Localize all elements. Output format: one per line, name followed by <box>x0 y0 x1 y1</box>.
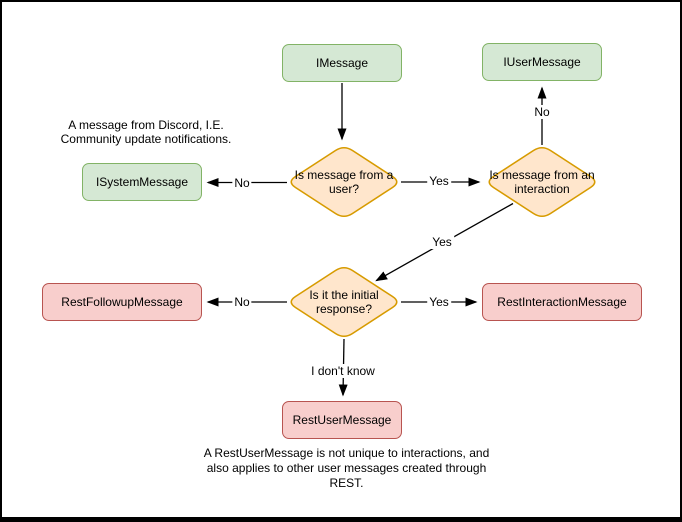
node-isystemmessage-label: ISystemMessage <box>95 175 189 189</box>
decision-is-initial-response-shape <box>290 266 398 338</box>
edge-label-user-no: No <box>232 176 252 190</box>
decision-is-from-interaction-label: Is message from an interaction <box>489 168 595 196</box>
note-system-message: A message from Discord, I.E. Community u… <box>60 118 232 146</box>
edge-label-initial-no: No <box>232 295 252 309</box>
node-restinteractionmessage: RestInteractionMessage <box>482 283 642 321</box>
node-isystemmessage: ISystemMessage <box>82 163 202 201</box>
edge-label-interaction-no: No <box>532 105 552 119</box>
node-restusermessage: RestUserMessage <box>282 401 402 439</box>
decision-is-initial-response-label: Is it the initial response? <box>309 288 379 316</box>
edge-label-initial-unknown: I don't know <box>309 364 377 378</box>
node-iusermessage: IUserMessage <box>482 43 602 81</box>
decision-is-from-user-shape <box>290 146 398 218</box>
node-restinteractionmessage-label: RestInteractionMessage <box>497 295 627 309</box>
node-iusermessage-label: IUserMessage <box>503 55 581 69</box>
decision-is-from-interaction-shape <box>488 146 596 218</box>
node-restusermessage-label: RestUserMessage <box>292 413 392 427</box>
edge-label-user-yes: Yes <box>427 174 451 188</box>
edge-label-interaction-yes: Yes <box>430 235 454 249</box>
edge-label-initial-yes: Yes <box>427 295 451 309</box>
note-rest-user-message: A RestUserMessage is not unique to inter… <box>203 446 490 490</box>
node-imessage-label: IMessage <box>315 56 369 70</box>
node-restfollowupmessage-label: RestFollowupMessage <box>61 295 183 309</box>
decision-is-from-user-label: Is message from a user? <box>294 168 394 196</box>
node-imessage: IMessage <box>282 44 402 82</box>
node-restfollowupmessage: RestFollowupMessage <box>42 283 202 321</box>
